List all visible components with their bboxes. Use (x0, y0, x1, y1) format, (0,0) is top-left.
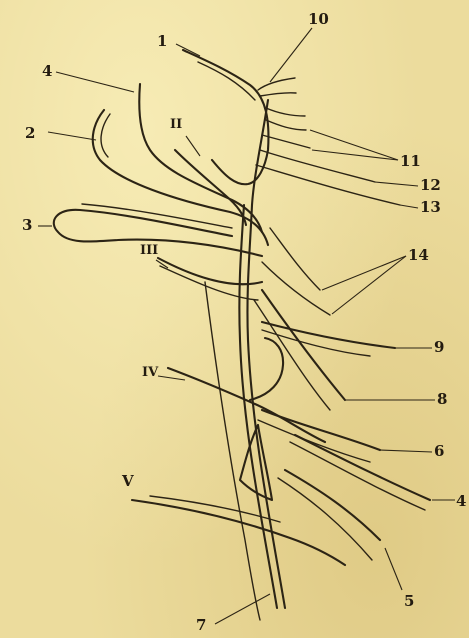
label-IV: IV (142, 366, 158, 379)
branch-14b (262, 262, 330, 315)
label-4-top: 4 (42, 64, 52, 79)
main-trunk (247, 100, 285, 608)
label-3: 3 (22, 218, 32, 233)
label-8: 8 (437, 392, 447, 407)
nerve-V (132, 500, 345, 565)
leader-11a (310, 130, 398, 160)
label-4-right: 4 (456, 494, 466, 509)
branch-8 (262, 290, 345, 400)
leader-12 (375, 182, 418, 186)
branch-13 (256, 165, 400, 205)
leader-1 (176, 44, 200, 56)
label-II: II (170, 118, 182, 131)
branch-14a (270, 228, 320, 290)
leader-2 (48, 132, 96, 140)
trunk-7-line (205, 282, 260, 620)
label-III: III (140, 244, 158, 257)
branch-6 (262, 410, 380, 450)
label-9: 9 (434, 340, 444, 355)
label-12: 12 (420, 178, 441, 193)
label-2: 2 (25, 126, 35, 141)
leader-14b (332, 256, 406, 314)
leader-11b (312, 150, 398, 160)
branch-4-right-b (290, 442, 425, 510)
nerve-1-inner (198, 62, 255, 100)
label-13: 13 (420, 200, 441, 215)
label-10: 10 (308, 12, 329, 27)
leader-13 (400, 205, 418, 208)
branch-10b (260, 93, 296, 96)
leader-14a (322, 256, 406, 290)
leader-4-top (56, 72, 134, 92)
label-V: V (122, 474, 134, 489)
nerve-IV (168, 368, 325, 442)
leader-7 (215, 594, 270, 624)
label-5: 5 (404, 594, 414, 609)
label-6: 6 (434, 444, 444, 459)
nerve-III-inner (160, 266, 258, 300)
branch-10 (258, 78, 295, 90)
label-7: 7 (196, 618, 206, 633)
nerve-2-inner (101, 114, 110, 157)
leader-II (186, 136, 200, 156)
leader-IV (158, 376, 185, 380)
nerve-IV-hook (250, 338, 283, 400)
leader-6 (380, 450, 432, 452)
branch-11b (266, 120, 306, 130)
branch-9 (262, 322, 395, 348)
leader-10 (270, 28, 312, 82)
nerve-III (158, 258, 262, 284)
label-14: 14 (408, 248, 429, 263)
branch-11a (266, 108, 305, 116)
label-11: 11 (400, 154, 421, 169)
label-1: 1 (157, 34, 167, 49)
nerve-1-loop (183, 50, 268, 184)
branch-5 (285, 470, 380, 540)
leader-5 (385, 548, 402, 590)
